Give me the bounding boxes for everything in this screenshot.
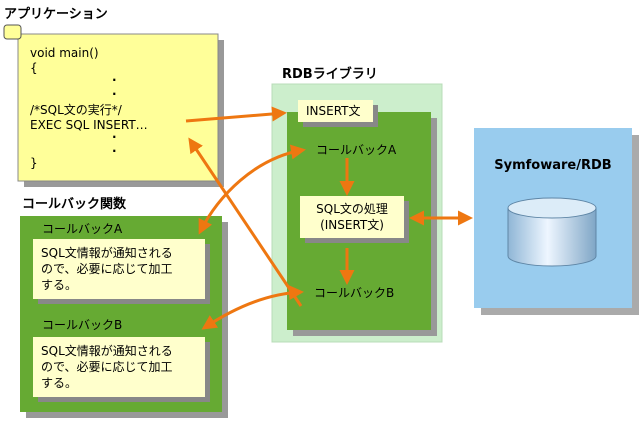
sql-process-title: SQL文の処理 [316,202,388,216]
code-ellipsis-dot: . [112,84,117,98]
callback-b-label: コールバックB [42,318,123,332]
code-line-close-brace: } [30,156,38,170]
code-line-exec-sql: EXEC SQL INSERT… [30,118,148,132]
callback-b-text-line: ので、必要に応じて加工 [41,360,173,374]
arrows [185,106,473,330]
application-box [3,24,224,187]
callback-b-description: SQL文情報が通知される ので、必要に応じて加工 する。 [41,343,173,391]
database-title: Symfoware/RDB [494,158,612,173]
callback-b-text-line: する。 [41,376,78,390]
arrow-code-to-insert [185,106,287,123]
insert-statement-label: INSERT文 [306,104,361,118]
callback-a-description: SQL文情報が通知される ので、必要に応じて加工 する。 [41,245,173,293]
code-ellipsis-dot: . [112,141,117,155]
sql-process-box: SQL文の処理 (INSERT文) [300,201,404,233]
callback-b-text-line: SQL文情報が通知される [41,344,173,358]
arrow-callback-b-link [201,285,304,330]
sql-process-subtitle: (INSERT文) [320,218,384,232]
callback-functions-title: コールバック関数 [22,197,127,212]
code-line-open-brace: { [30,61,38,75]
code-ellipsis-dot: . [112,70,117,84]
callback-a-label: コールバックA [42,222,123,236]
callback-a-text-line: する。 [41,278,78,292]
callback-a-text-line: ので、必要に応じて加工 [41,262,173,276]
database-group [474,128,639,315]
arrow-callback-a-link [198,144,306,235]
callback-a-text-line: SQL文情報が通知される [41,246,173,260]
code-line-main: void main() [30,46,99,60]
application-title: アプリケーション [4,7,108,22]
rdb-callback-a-label: コールバックA [316,143,397,157]
callback-group [20,216,228,418]
code-line-comment: /*SQL文の実行*/ [30,103,122,117]
arrow-return-to-code [188,137,303,307]
code-ellipsis-dot: . [112,127,117,141]
rdb-library-title: RDBライブラリ [282,67,378,82]
rdb-callback-b-label: コールバックB [314,286,395,300]
